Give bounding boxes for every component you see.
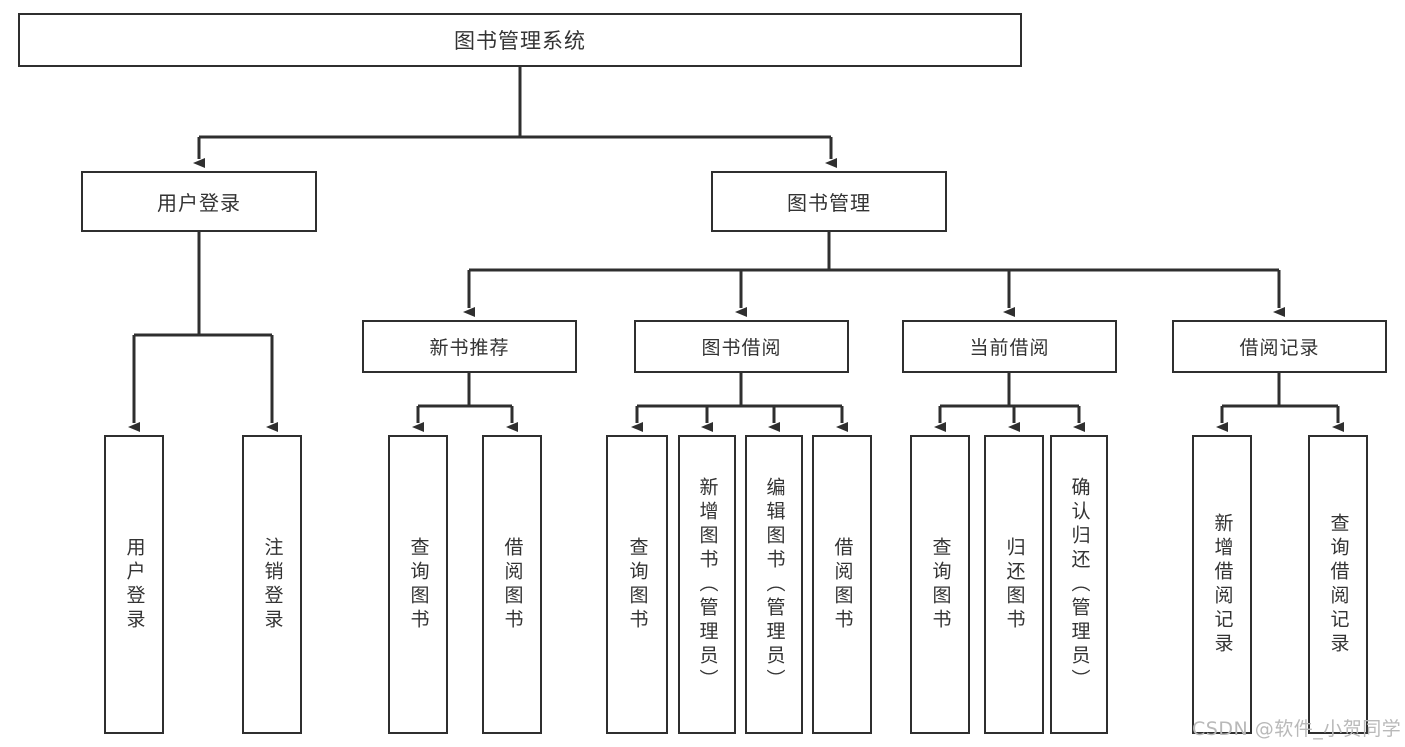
node-leaf-10-label: 确认归还（管理员） <box>1068 476 1091 693</box>
node-leaf-6-label: 编辑图书（管理员） <box>763 476 786 693</box>
node-level3-1[interactable]: 图书借阅 <box>634 320 849 373</box>
node-leaf-4[interactable]: 查询图书 <box>606 435 668 734</box>
node-level3-1-label: 图书借阅 <box>701 337 782 359</box>
node-leaf-6[interactable]: 编辑图书（管理员） <box>745 435 803 734</box>
node-root-label: 图书管理系统 <box>454 29 586 53</box>
node-leaf-12[interactable]: 查询借阅记录 <box>1308 435 1368 734</box>
node-level3-3-label: 借阅记录 <box>1239 337 1320 359</box>
node-leaf-8-label: 查询图书 <box>929 536 952 633</box>
watermark: CSDN @软件_小贺同学 <box>1192 718 1402 740</box>
node-leaf-10[interactable]: 确认归还（管理员） <box>1050 435 1108 734</box>
node-level2-1-label: 图书管理 <box>787 191 871 215</box>
node-leaf-1[interactable]: 注销登录 <box>242 435 302 734</box>
node-level3-0-label: 新书推荐 <box>429 337 510 359</box>
node-leaf-5-label: 新增图书（管理员） <box>696 476 719 693</box>
node-root[interactable]: 图书管理系统 <box>18 13 1022 67</box>
node-leaf-2-label: 查询图书 <box>407 536 430 633</box>
node-leaf-0-label: 用户登录 <box>123 536 146 633</box>
node-level2-0[interactable]: 用户登录 <box>81 171 317 232</box>
node-leaf-2[interactable]: 查询图书 <box>388 435 448 734</box>
node-leaf-9-label: 归还图书 <box>1003 536 1026 633</box>
node-leaf-12-label: 查询借阅记录 <box>1327 512 1350 657</box>
node-leaf-7-label: 借阅图书 <box>831 536 854 633</box>
node-leaf-3-label: 借阅图书 <box>501 536 524 633</box>
node-leaf-11-label: 新增借阅记录 <box>1211 512 1234 657</box>
node-level2-1[interactable]: 图书管理 <box>711 171 947 232</box>
node-leaf-1-label: 注销登录 <box>261 536 284 633</box>
node-leaf-11[interactable]: 新增借阅记录 <box>1192 435 1252 734</box>
node-level3-2[interactable]: 当前借阅 <box>902 320 1117 373</box>
node-leaf-8[interactable]: 查询图书 <box>910 435 970 734</box>
node-level3-0[interactable]: 新书推荐 <box>362 320 577 373</box>
node-leaf-0[interactable]: 用户登录 <box>104 435 164 734</box>
node-leaf-5[interactable]: 新增图书（管理员） <box>678 435 736 734</box>
node-leaf-9[interactable]: 归还图书 <box>984 435 1044 734</box>
node-level2-0-label: 用户登录 <box>157 191 241 215</box>
node-leaf-7[interactable]: 借阅图书 <box>812 435 872 734</box>
node-level3-3[interactable]: 借阅记录 <box>1172 320 1387 373</box>
node-level3-2-label: 当前借阅 <box>969 337 1050 359</box>
node-leaf-4-label: 查询图书 <box>626 536 649 633</box>
node-leaf-3[interactable]: 借阅图书 <box>482 435 542 734</box>
